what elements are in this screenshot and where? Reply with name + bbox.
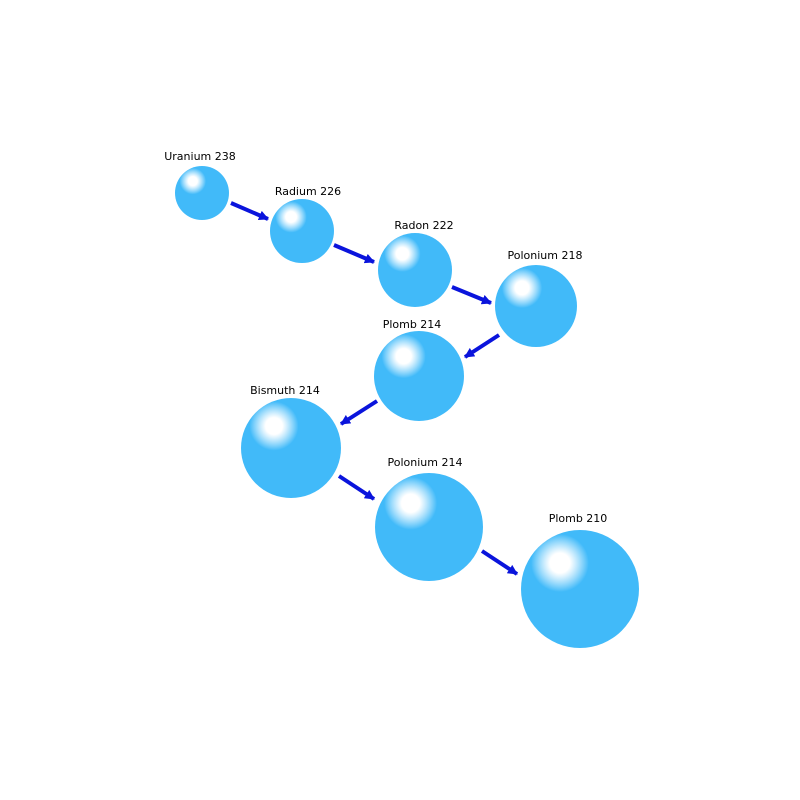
sphere-radon-222 [378, 233, 452, 307]
node-bismuth-214: Bismuth 214 [241, 384, 341, 498]
decay-arrow-uranium-to-radium [230, 201, 269, 221]
node-uranium-238: Uranium 238 [164, 150, 236, 220]
label-radon-222: Radon 222 [394, 219, 453, 232]
label-uranium-238: Uranium 238 [164, 150, 236, 163]
label-bismuth-214: Bismuth 214 [250, 384, 320, 397]
sphere-plomb-214 [374, 331, 464, 421]
label-polonium-214: Polonium 214 [388, 456, 463, 469]
decay-nodes: Uranium 238 Radium 226 Radon 222 Poloniu… [164, 150, 639, 648]
node-plomb-214: Plomb 214 [374, 318, 464, 421]
decay-arrow-radon-to-polonium218 [451, 285, 492, 305]
sphere-uranium-238 [175, 166, 229, 220]
label-polonium-218: Polonium 218 [508, 249, 583, 262]
node-radium-226: Radium 226 [270, 185, 341, 263]
decay-arrow-polonium214-to-plomb210 [480, 549, 519, 576]
sphere-plomb-210 [521, 530, 639, 648]
sphere-bismuth-214 [241, 398, 341, 498]
label-plomb-210: Plomb 210 [549, 512, 608, 525]
node-plomb-210: Plomb 210 [521, 512, 639, 648]
node-polonium-218: Polonium 218 [495, 249, 582, 347]
sphere-polonium-218 [495, 265, 577, 347]
decay-arrows [230, 201, 519, 576]
decay-arrow-radium-to-radon [333, 243, 375, 264]
node-polonium-214: Polonium 214 [375, 456, 483, 581]
node-radon-222: Radon 222 [378, 219, 454, 307]
decay-arrow-polonium218-to-plomb214 [463, 333, 501, 359]
label-radium-226: Radium 226 [275, 185, 341, 198]
sphere-polonium-214 [375, 473, 483, 581]
decay-arrow-bismuth214-to-polonium214 [337, 474, 376, 501]
label-plomb-214: Plomb 214 [383, 318, 442, 331]
decay-arrow-plomb214-to-bismuth214 [339, 399, 379, 426]
sphere-radium-226 [270, 199, 334, 263]
